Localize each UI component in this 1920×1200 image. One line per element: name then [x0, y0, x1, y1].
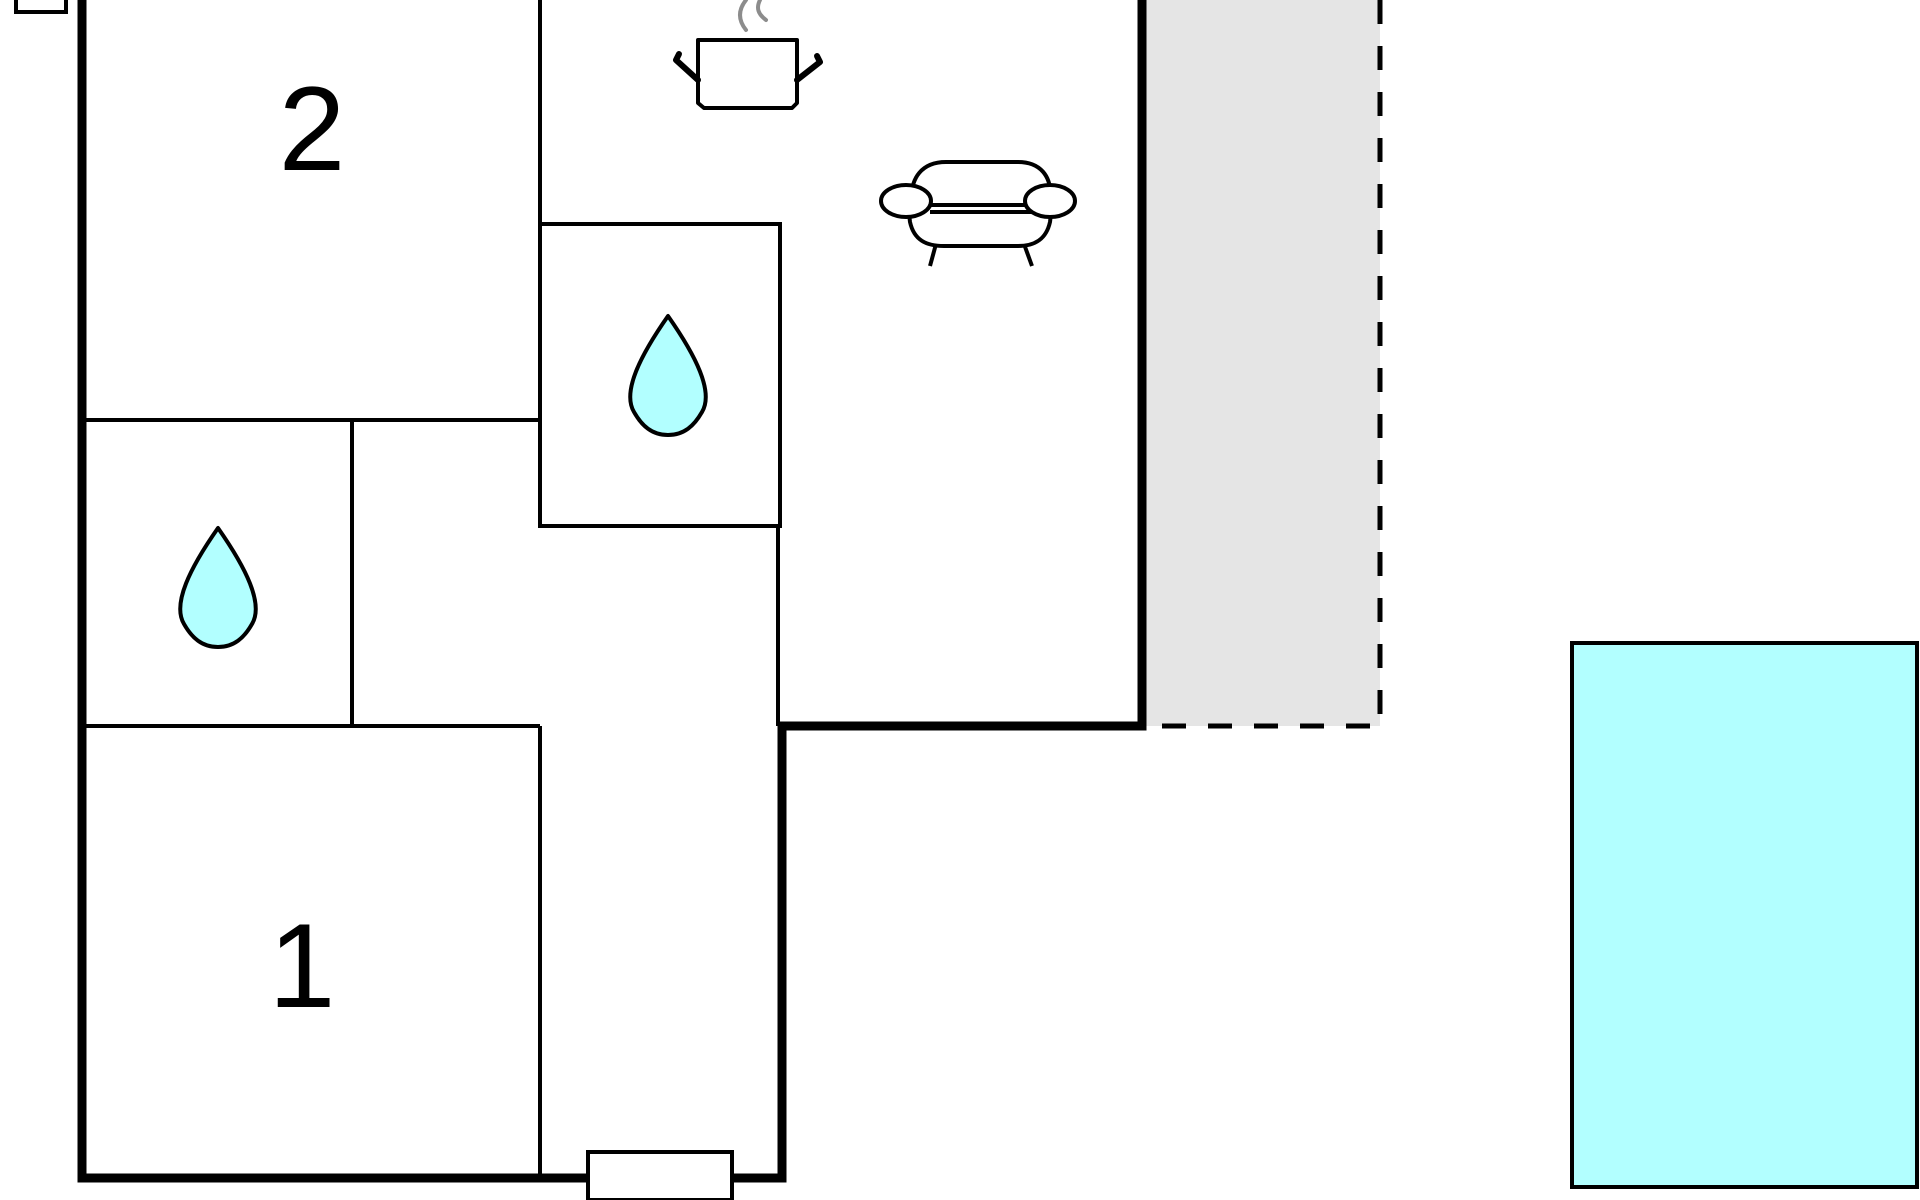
- room-number-1: 1: [269, 899, 336, 1033]
- terrace-dashed-outline: [1144, 0, 1383, 729]
- sofa-icon: [879, 160, 1077, 267]
- swimming-pool: [1570, 641, 1919, 1189]
- entrance-door: [586, 1150, 734, 1200]
- water-drop-icon: [178, 526, 258, 649]
- covered-terrace: [1142, 0, 1380, 726]
- exterior-wall: [77, 0, 1147, 1183]
- window-marker: [14, 0, 68, 14]
- room-number-2: 2: [279, 62, 346, 196]
- interior-walls: [84, 0, 782, 1176]
- water-drop-icon: [628, 314, 708, 437]
- cooking-pot-icon: [673, 0, 823, 110]
